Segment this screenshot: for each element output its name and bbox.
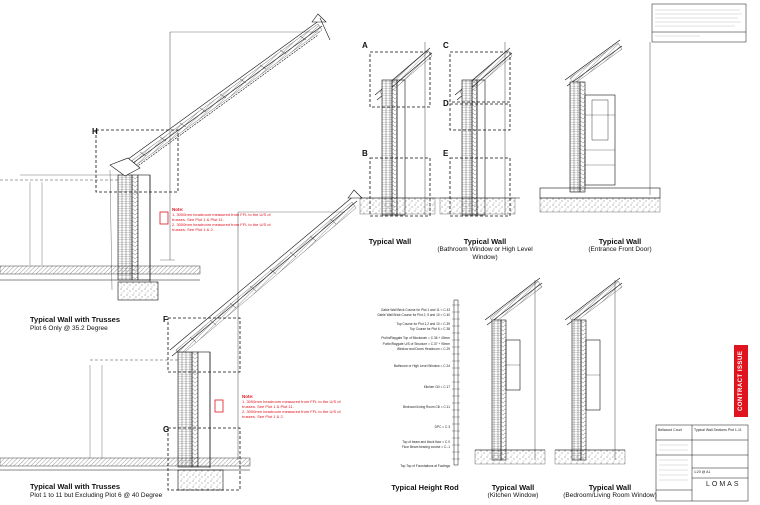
height-rod-level: Kitchen Cill = C.17: [423, 385, 450, 389]
contract-issue-stamp: CONTRACT ISSUE: [734, 345, 748, 417]
caption-kitchen-wall-2: (Kitchen Window): [487, 492, 539, 499]
company-logo: LOMAS: [706, 481, 741, 488]
height-rod-level: Gable Wall Brick Course for Plot 1 and 1…: [380, 308, 450, 312]
caption-trusses-bottom-2: Plot 1 to 11 but Excluding Plot 6 @ 40 D…: [30, 492, 163, 499]
caption-kitchen-wall-1: Typical Wall: [491, 483, 535, 492]
note-bottom-line1: 1. 3000mm headroom measured from FFL to …: [242, 399, 341, 409]
detail-marker-c: C: [443, 41, 449, 50]
height-rod-level: DPC = C.3: [434, 425, 450, 429]
caption-typical-wall: Typical Wall: [368, 237, 412, 246]
caption-bedroom-wall-1: Typical Wall: [588, 483, 632, 492]
detail-marker-a: A: [362, 41, 368, 50]
height-rod-level: Bedroom/Living Room Cill = C.11: [403, 405, 450, 409]
detail-marker-d: D: [443, 99, 449, 108]
caption-trusses-bottom-1: Typical Wall with Trusses: [30, 482, 121, 491]
height-rod-level: Window and Doors Headroom = C.29: [396, 347, 450, 351]
detail-marker-g: G: [163, 425, 170, 434]
height-rod-level: Top of beam and block floor = C.0: [402, 440, 450, 444]
bathroom-wall-section: [439, 42, 520, 217]
note-bottom-line2: 2. 3000mm headroom measured from FFL to …: [242, 409, 341, 419]
kitchen-wall-section: [474, 277, 546, 465]
title-project: Typical Wall Sections Plot 1-11: [694, 428, 742, 432]
caption-height-rod: Typical Height Rod: [391, 483, 459, 492]
height-rod-level: Top Course for Plot 6 = C.38: [409, 327, 450, 331]
note-top: Note: 1. 3000mm headroom measured from F…: [172, 207, 272, 232]
caption-bathroom-wall-2: (Bathroom Window or High Level Window): [437, 246, 533, 261]
note-top-line1: 1. 3000mm headroom measured from FFL to …: [172, 212, 271, 222]
height-rod: [452, 299, 460, 466]
height-rod-level: Floor Beam bearing course = C.-1: [401, 445, 450, 449]
detail-marker-e: E: [443, 149, 449, 158]
truss-section-top: [0, 13, 331, 301]
note-top-heading: Note:: [172, 207, 184, 212]
caption-entrance-wall-1: Typical Wall: [598, 237, 642, 246]
height-rod-level: Gable Wall Brick Course for Plot 2, 5 an…: [377, 313, 450, 317]
title-scale: 1:20 @ A1: [694, 470, 711, 474]
truss-section-bottom: [0, 189, 363, 491]
caption-bedroom-wall-2: (Bedroom/Living Room Window): [563, 492, 657, 499]
title-client: Bellwood Court: [658, 428, 682, 432]
note-bottom: Note: 1. 3000mm headroom measured from F…: [242, 394, 342, 419]
height-rod-level: Top Course for Plot 1,2 and 10 = C.39: [396, 322, 450, 326]
caption-trusses-top-1: Typical Wall with Trusses: [30, 315, 121, 324]
height-rod-level: Bathroom or High Level Window = C.24: [393, 364, 450, 368]
detail-marker-h: H: [92, 127, 98, 136]
note-bottom-heading: Note:: [242, 394, 254, 399]
height-rod-level: Purlin/Raygate U/S of Structure = C.37 +…: [382, 342, 450, 346]
detail-marker-b: B: [362, 149, 368, 158]
typical-wall-section: [359, 42, 440, 217]
bedroom-wall-section: [554, 277, 626, 465]
caption-bathroom-wall-1: Typical Wall: [463, 237, 507, 246]
entrance-wall-section: [539, 39, 661, 213]
caption-trusses-top-2: Plot 6 Only @ 35.2 Degree: [30, 325, 108, 332]
height-rod-level: Top Top of Foundations at Footings: [400, 464, 450, 468]
note-top-line2: 2. 3000mm headroom measured from FFL to …: [172, 222, 271, 232]
general-notes-box: [651, 3, 747, 43]
title-block: [655, 424, 749, 502]
detail-marker-f: F: [163, 315, 168, 324]
caption-entrance-wall-2: (Entrance Front Door): [588, 246, 652, 253]
height-rod-level: Purlin/Raygate Top of Blockwork = C.36 +…: [381, 336, 450, 340]
